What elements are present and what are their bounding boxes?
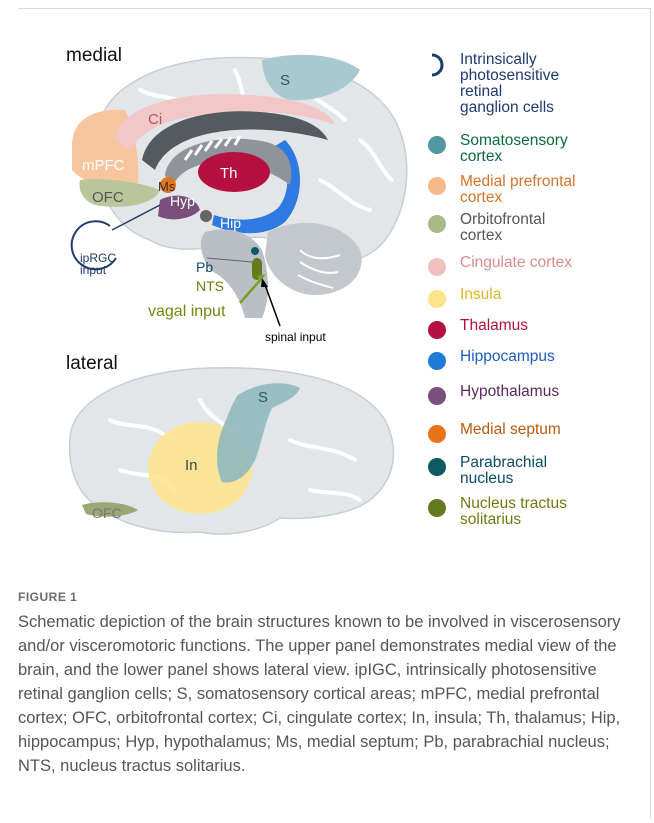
legend-label: Nucleus tractus solitarius [460, 496, 567, 528]
label-mpfc: mPFC [82, 157, 125, 174]
legend-label: Hypothalamus [460, 384, 559, 400]
brain-diagram: S Ci mPFC OFC Ms Th Hyp Hip ipRGC input … [0, 0, 430, 580]
swatch [428, 321, 446, 339]
swatch [428, 258, 446, 276]
legend-label: Hippocampus [460, 349, 555, 365]
swatch [428, 136, 446, 154]
label-iprgc-line2: input [80, 263, 107, 277]
legend: Intrinsically photosensitive retinal gan… [428, 0, 648, 560]
label-hyp: Hyp [170, 193, 195, 209]
swatch [428, 458, 446, 476]
label-ci: Ci [148, 111, 162, 128]
caption-body: Schematic depiction of the brain structu… [18, 610, 638, 778]
label-ofc-top: OFC [92, 189, 124, 206]
legend-item-medial-septum: Medial septum [428, 422, 561, 443]
swatch [428, 352, 446, 370]
legend-item-ofc: Orbitofrontal cortex [428, 212, 545, 244]
figure-caption: FIGURE 1 Schematic depiction of the brai… [18, 590, 638, 778]
label-s-top: S [280, 72, 290, 89]
legend-item-insula: Insula [428, 287, 501, 308]
label-nts: NTS [196, 278, 224, 294]
label-ofc-bottom: OFC [92, 505, 122, 521]
legend-label: Insula [460, 287, 501, 303]
legend-label: Intrinsically photosensitive retinal gan… [460, 52, 559, 116]
swatch [428, 387, 446, 405]
legend-item-somatosensory: Somatosensory cortex [428, 133, 568, 165]
legend-item-hypothalamus: Hypothalamus [428, 384, 559, 405]
legend-label: Medial septum [460, 422, 561, 438]
legend-label: Somatosensory cortex [460, 133, 568, 165]
label-hip: Hip [220, 215, 241, 231]
legend-item-nts: Nucleus tractus solitarius [428, 496, 567, 528]
label-pb: Pb [196, 259, 213, 275]
arc-icon [428, 52, 446, 78]
legend-item-parabrachial: Parabrachial nucleus [428, 455, 547, 487]
swatch [428, 177, 446, 195]
legend-item-mpfc: Medial prefrontal cortex [428, 174, 575, 206]
label-s-bottom: S [258, 389, 268, 406]
legend-item-thalamus: Thalamus [428, 318, 528, 339]
swatch [428, 290, 446, 308]
swatch [428, 215, 446, 233]
swatch [428, 499, 446, 517]
label-in: In [185, 457, 198, 474]
legend-label: Parabrachial nucleus [460, 455, 547, 487]
label-ms: Ms [158, 179, 176, 194]
legend-label: Orbitofrontal cortex [460, 212, 545, 244]
legend-item-cingulate: Cingulate cortex [428, 255, 572, 276]
legend-label: Cingulate cortex [460, 255, 572, 271]
legend-label: Thalamus [460, 318, 528, 334]
parabrachial-region [251, 247, 259, 255]
legend-label: Medial prefrontal cortex [460, 174, 575, 206]
swatch [428, 425, 446, 443]
label-th: Th [220, 165, 238, 182]
legend-item-iprgc: Intrinsically photosensitive retinal gan… [428, 52, 559, 116]
label-spinal: spinal input [265, 330, 326, 344]
legend-item-hippocampus: Hippocampus [428, 349, 555, 370]
label-vagal: vagal input [148, 303, 226, 320]
caption-title: FIGURE 1 [18, 590, 638, 604]
